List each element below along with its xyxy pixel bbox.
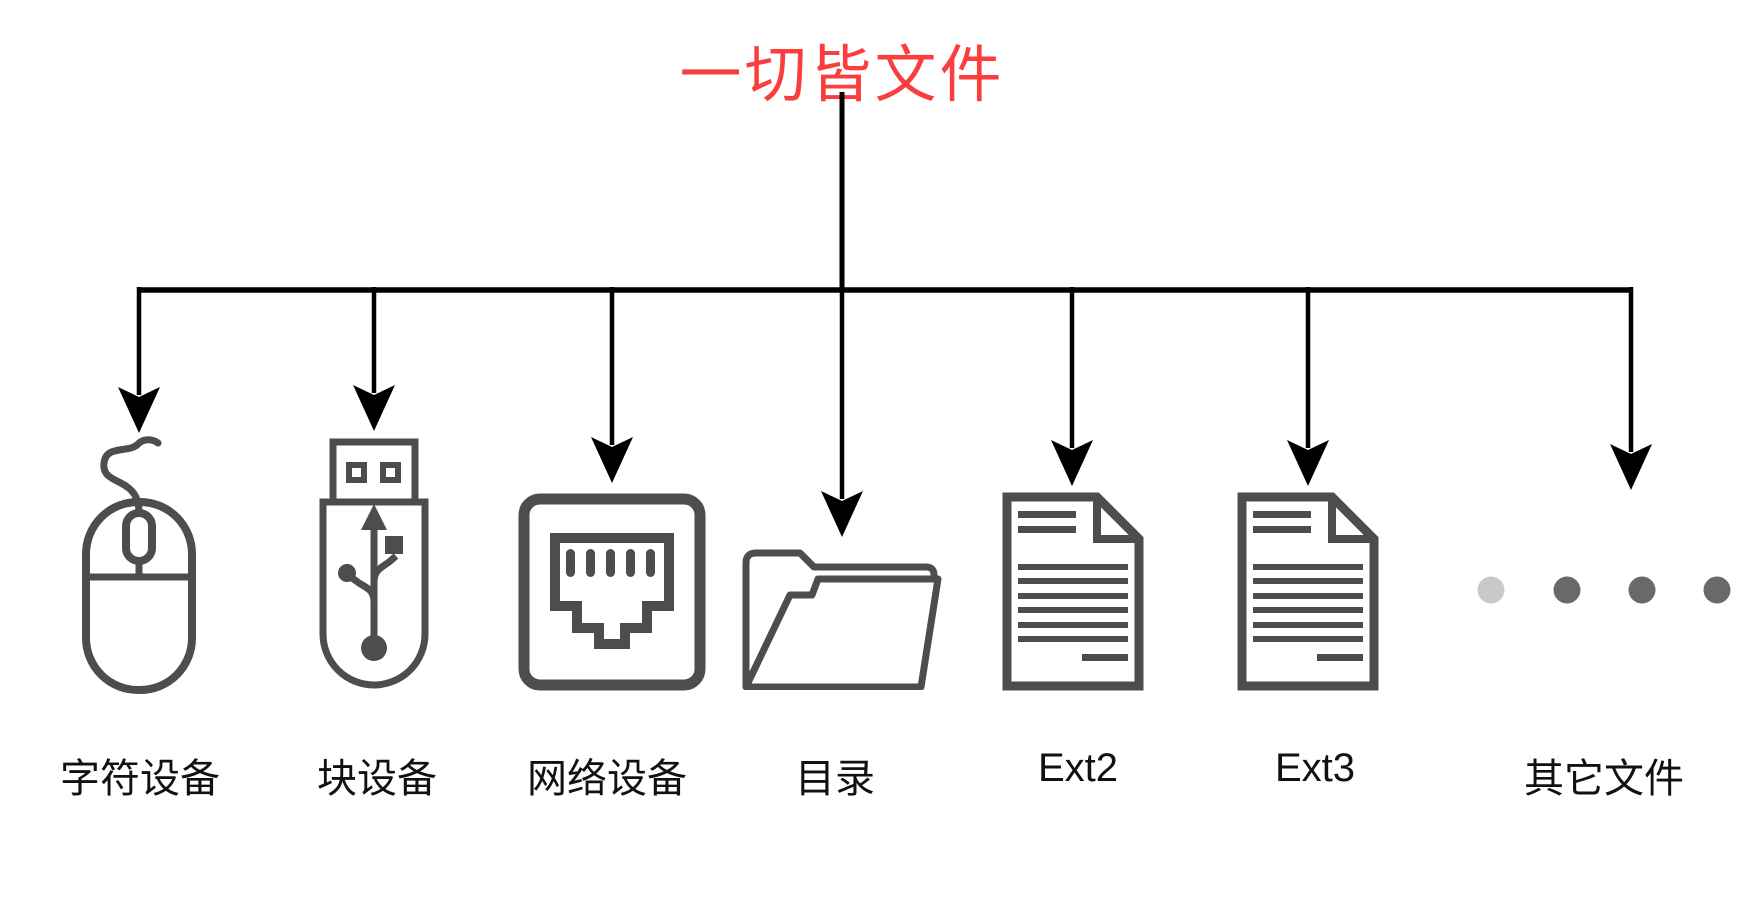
node-label-directory: 目录 (795, 757, 875, 801)
node-label-ext2: Ext2 (1037, 746, 1119, 790)
arrowhead-network (591, 437, 633, 483)
text-document-icon (1237, 492, 1379, 691)
node-label-block-device: 块设备 (317, 757, 437, 801)
arrowhead-directory (821, 491, 863, 537)
arrowhead-block-device (353, 385, 395, 431)
text-document-icon (1002, 492, 1144, 691)
ellipsis-dots-icon (1477, 576, 1731, 604)
node-label-other-files: 其它文件 (1524, 757, 1684, 801)
node-label-ext3: Ext3 (1274, 746, 1356, 790)
mouse-icon (82, 436, 196, 694)
node-label-char-device: 字符设备 (60, 757, 220, 801)
node-label-network: 网络设备 (527, 757, 687, 801)
arrowhead-ext3 (1287, 440, 1329, 486)
arrowhead-char-device (118, 387, 160, 433)
usb-flash-drive-icon (319, 438, 429, 689)
arrowhead-other-files (1610, 444, 1652, 490)
arrowhead-ext2 (1051, 440, 1093, 486)
ethernet-port-icon (518, 493, 706, 691)
open-folder-icon (742, 549, 942, 690)
